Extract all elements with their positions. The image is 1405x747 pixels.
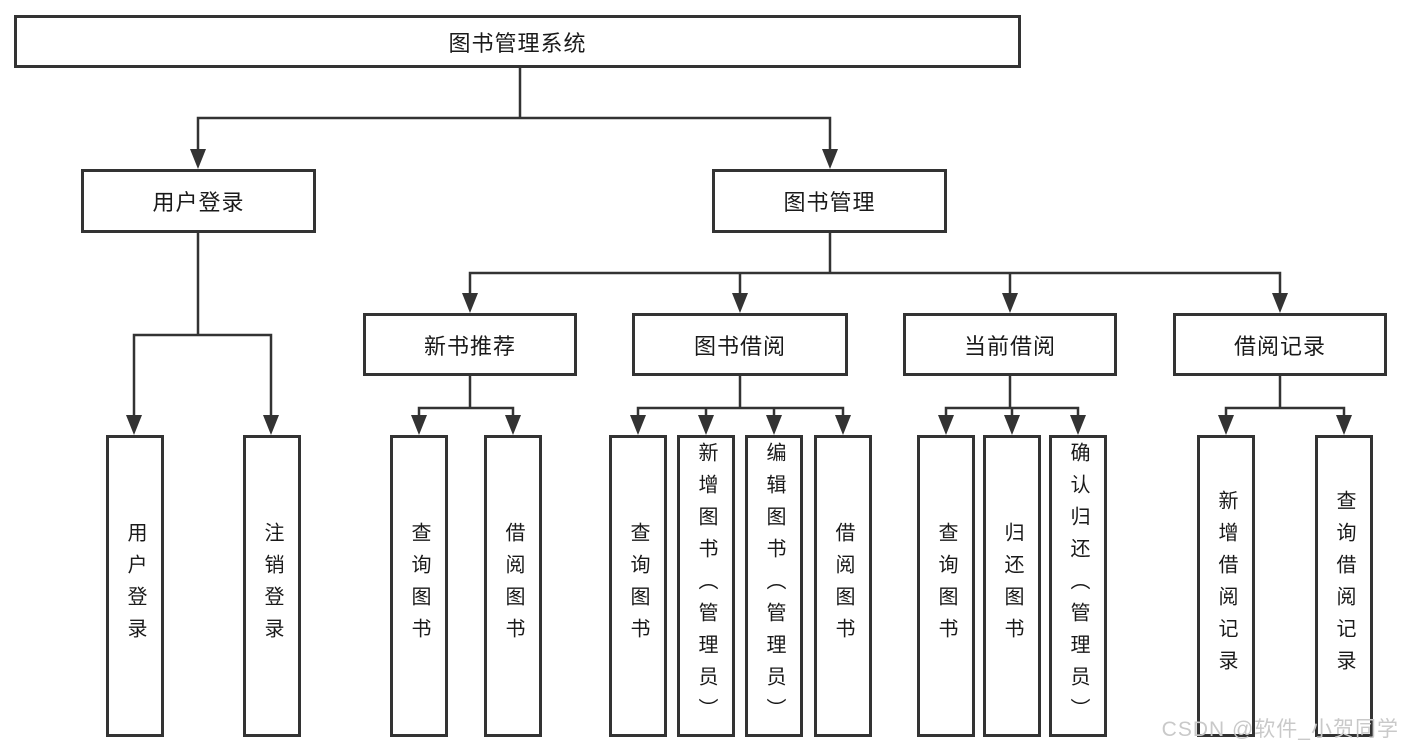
node-label: 图书管理系统 bbox=[448, 30, 587, 56]
node-borrow-records: 借阅记录 bbox=[1173, 313, 1387, 376]
leaf-label: 新增借阅记录 bbox=[1215, 490, 1237, 682]
leaf-borrow-books: 借阅图书 bbox=[814, 435, 872, 737]
leaf-label: 用户登录 bbox=[124, 522, 146, 650]
leaf-label: 确认归还（管理员） bbox=[1067, 442, 1089, 730]
node-book-management: 图书管理 bbox=[712, 169, 947, 233]
node-label: 图书借阅 bbox=[693, 333, 786, 359]
leaf-query-borrow-record: 查询借阅记录 bbox=[1315, 435, 1373, 737]
leaf-borrow-books-recommend: 借阅图书 bbox=[484, 435, 542, 737]
leaf-label: 编辑图书（管理员） bbox=[763, 442, 785, 730]
leaf-query-books-recommend: 查询图书 bbox=[390, 435, 448, 737]
leaf-label: 查询图书 bbox=[935, 522, 957, 650]
node-label: 图书管理 bbox=[783, 190, 876, 215]
leaf-label: 查询图书 bbox=[408, 522, 430, 650]
node-label: 当前借阅 bbox=[963, 333, 1056, 359]
leaf-query-books-current: 查询图书 bbox=[917, 435, 975, 737]
node-label: 借阅记录 bbox=[1233, 333, 1326, 359]
node-library-management-system: 图书管理系统 bbox=[14, 15, 1021, 68]
leaf-label: 新增图书（管理员） bbox=[695, 442, 717, 730]
leaf-label: 查询图书 bbox=[627, 522, 649, 650]
leaf-edit-books-admin: 编辑图书（管理员） bbox=[745, 435, 803, 737]
node-label: 新书推荐 bbox=[423, 333, 516, 359]
leaf-user-login: 用户登录 bbox=[106, 435, 164, 737]
leaf-label: 查询借阅记录 bbox=[1333, 490, 1355, 682]
node-user-login: 用户登录 bbox=[81, 169, 316, 233]
leaf-add-books-admin: 新增图书（管理员） bbox=[677, 435, 735, 737]
node-book-borrow: 图书借阅 bbox=[632, 313, 848, 376]
csdn-watermark: CSDN @软件_小贺同学 bbox=[1161, 718, 1399, 741]
leaf-add-borrow-record: 新增借阅记录 bbox=[1197, 435, 1255, 737]
leaf-label: 归还图书 bbox=[1001, 522, 1023, 650]
node-label: 用户登录 bbox=[152, 190, 245, 215]
leaf-logout: 注销登录 bbox=[243, 435, 301, 737]
leaf-label: 借阅图书 bbox=[502, 522, 524, 650]
node-new-book-recommend: 新书推荐 bbox=[363, 313, 577, 376]
arrowheads bbox=[126, 149, 1352, 435]
leaf-return-books: 归还图书 bbox=[983, 435, 1041, 737]
leaf-query-books-borrow: 查询图书 bbox=[609, 435, 667, 737]
leaf-confirm-return-admin: 确认归还（管理员） bbox=[1049, 435, 1107, 737]
leaf-label: 借阅图书 bbox=[832, 522, 854, 650]
leaf-label: 注销登录 bbox=[261, 522, 283, 650]
node-current-borrow: 当前借阅 bbox=[903, 313, 1117, 376]
